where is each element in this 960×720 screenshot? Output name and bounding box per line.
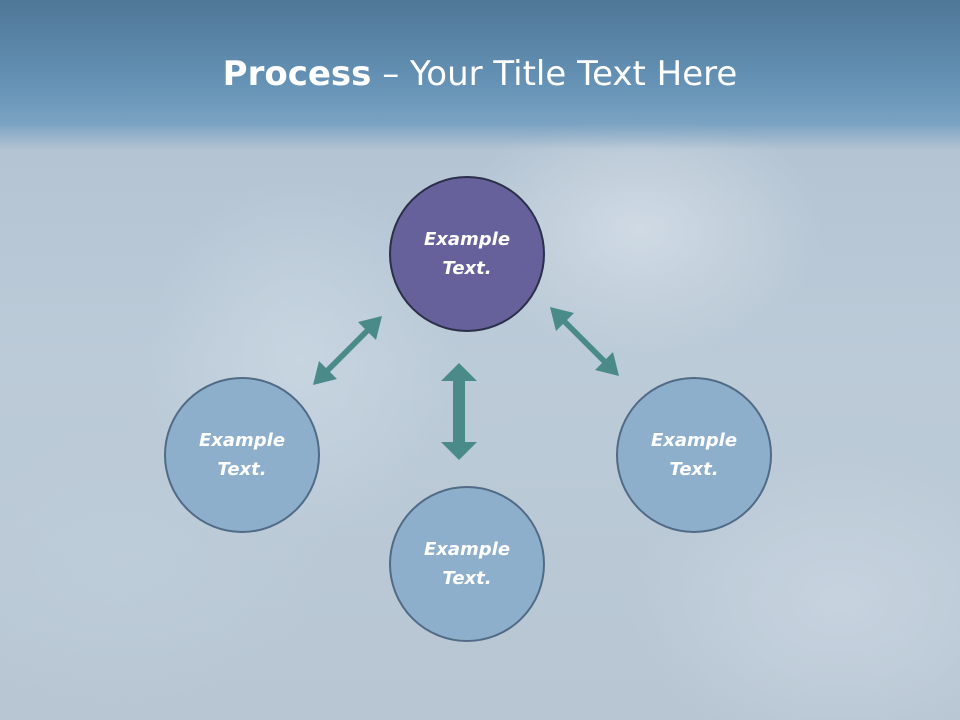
title-rest: Your Title Text Here [410, 54, 738, 94]
slide-title[interactable]: Process – Your Title Text Here [0, 50, 960, 98]
right-node[interactable]: Example Text. [616, 377, 772, 533]
title-bar [0, 0, 960, 150]
title-bold: Process [222, 54, 372, 94]
bottom-node[interactable]: Example Text. [389, 486, 545, 642]
left-node[interactable]: Example Text. [164, 377, 320, 533]
double-arrow-vertical [441, 363, 477, 460]
double-arrow-upper-left [313, 316, 382, 385]
title-separator: – [382, 54, 400, 94]
center-node-label: Example Text. [423, 229, 511, 279]
center-node[interactable]: Example Text. [389, 176, 545, 332]
double-arrow-upper-right [550, 307, 619, 376]
left-node-label: Example Text. [198, 430, 286, 480]
bottom-node-label: Example Text. [423, 539, 511, 589]
right-node-label: Example Text. [650, 430, 738, 480]
